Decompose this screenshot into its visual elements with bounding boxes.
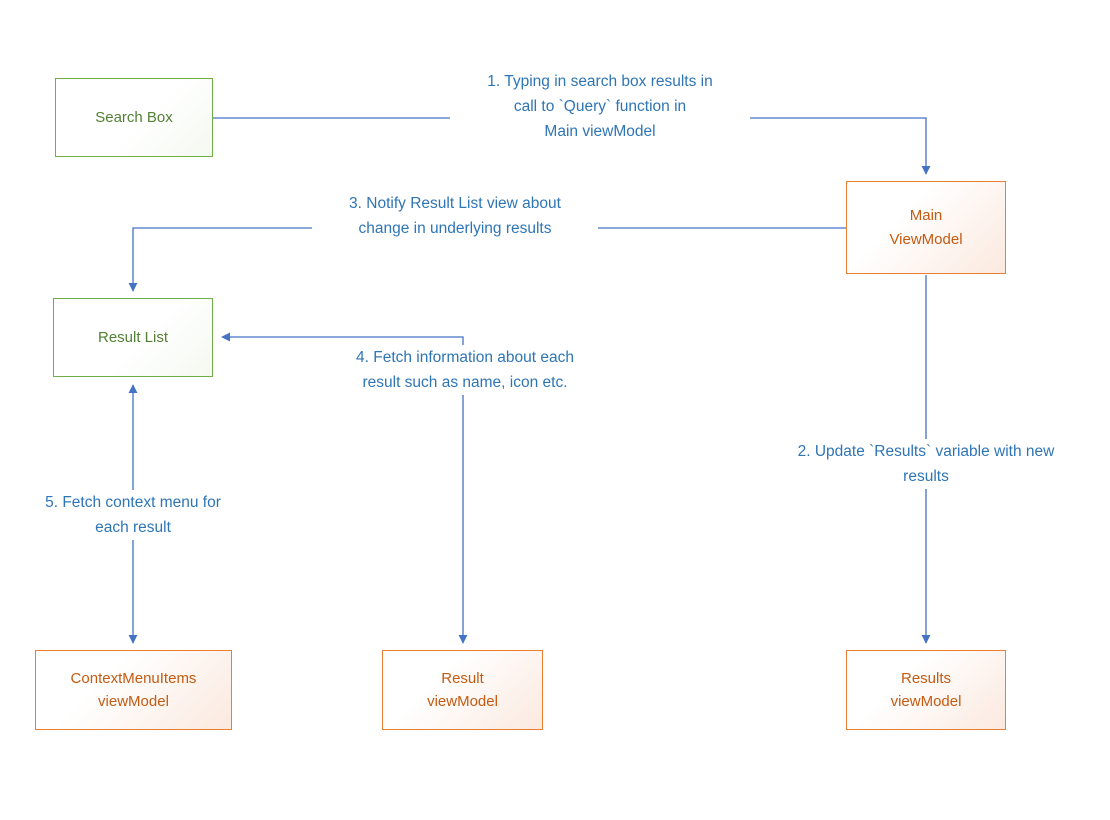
result-list-node: Result List — [53, 298, 213, 377]
results-viewmodel-node: Results viewModel — [846, 650, 1006, 730]
contextmenuitems-viewmodel-node: ContextMenuItems viewModel — [35, 650, 232, 730]
step4-annotation: 4. Fetch information about each result s… — [318, 345, 612, 395]
result-list-label: Result List — [97, 328, 169, 346]
main-viewmodel-label: Main ViewModel — [889, 207, 963, 248]
result-viewmodel-label: Result viewModel — [427, 669, 498, 710]
arrow-step3 — [128, 227, 846, 292]
step1-annotation: 1. Typing in search box results in call … — [450, 69, 750, 144]
search-box-label: Search Box — [95, 108, 173, 126]
step3-annotation: 3. Notify Result List view about change … — [312, 191, 598, 241]
contextmenuitems-viewmodel-label: ContextMenuItems viewModel — [70, 669, 197, 710]
main-viewmodel-node: Main ViewModel — [846, 181, 1006, 274]
search-box-node: Search Box — [55, 78, 213, 157]
result-viewmodel-node: Result viewModel — [382, 650, 543, 730]
step2-annotation: 2. Update `Results` variable with new re… — [758, 439, 1094, 489]
step5-annotation: 5. Fetch context menu for each result — [16, 490, 250, 540]
arrow-step4 — [221, 332, 468, 644]
results-viewmodel-label: Results viewModel — [890, 669, 962, 710]
